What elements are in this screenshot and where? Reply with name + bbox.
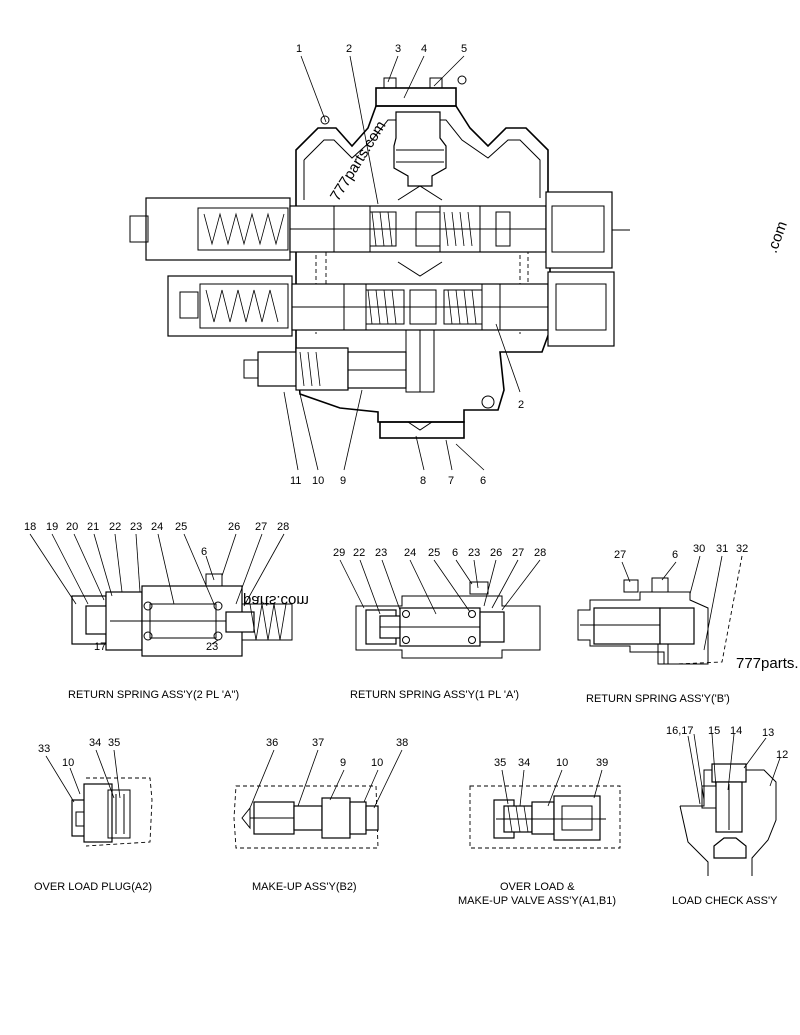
caption-overload-plug: OVER LOAD PLUG(A2) (34, 881, 152, 893)
makeup-assy-drawing (233, 749, 403, 849)
callout-18: 18 (24, 521, 36, 533)
return-spring-a1-drawing (339, 559, 541, 659)
overload-plug-callouts: 33 10 34 35 (38, 737, 120, 769)
callout-10-plug: 10 (62, 757, 74, 769)
callout-12: 12 (776, 749, 788, 761)
callout-22-a1: 22 (353, 547, 365, 559)
callout-11: 11 (290, 475, 301, 487)
main-valve-assembly (129, 55, 630, 471)
callout-19: 19 (46, 521, 58, 533)
callout-5: 5 (461, 43, 467, 55)
callout-9: 9 (340, 475, 346, 487)
callout-1: 1 (296, 43, 302, 55)
caption-makeup-assy: MAKE-UP ASS'Y(B2) (252, 881, 357, 893)
callout-32: 32 (736, 543, 748, 555)
callout-33: 33 (38, 743, 50, 755)
callout-6: 6 (480, 475, 486, 487)
watermark-4: .com (764, 219, 791, 255)
callout-26: 26 (228, 521, 240, 533)
callout-16-17: 16,17 (666, 725, 694, 737)
callout-25: 25 (175, 521, 187, 533)
callout-36: 36 (266, 737, 278, 749)
load-check-callouts: 16,17 15 14 13 12 (666, 725, 788, 761)
callout-9-makeup: 9 (340, 757, 346, 769)
callout-15: 15 (708, 725, 720, 737)
callout-27-a1: 27 (512, 547, 524, 559)
callout-17: 17 (94, 641, 106, 653)
callout-37: 37 (312, 737, 324, 749)
overload-makeup-valve-callouts: 35 34 10 39 (494, 757, 608, 769)
return-spring-a2-drawing (29, 533, 293, 657)
callout-10: 10 (312, 475, 324, 487)
callout-7: 7 (448, 475, 454, 487)
callout-29: 29 (333, 547, 345, 559)
callout-23-lower: 23 (206, 641, 218, 653)
callout-38: 38 (396, 737, 408, 749)
return-spring-b-drawing (577, 555, 743, 665)
callout-27: 27 (255, 521, 267, 533)
callout-10-makeup: 10 (371, 757, 383, 769)
callout-28-a1: 28 (534, 547, 546, 559)
overload-makeup-valve-drawing (469, 769, 621, 849)
makeup-assy-callouts: 36 37 9 10 38 (266, 737, 408, 769)
watermark-1: 777parts.com (327, 118, 390, 204)
callout-26-a1: 26 (490, 547, 502, 559)
callout-22: 22 (109, 521, 121, 533)
callout-24-a1: 24 (404, 547, 416, 559)
callout-4: 4 (421, 43, 427, 55)
callout-23-a1: 23 (375, 547, 387, 559)
callout-30: 30 (693, 543, 705, 555)
return-spring-b-callouts: 27 6 30 31 32 (614, 543, 748, 561)
callout-35-om: 35 (494, 757, 506, 769)
caption-overload-makeup-1: OVER LOAD & (500, 881, 575, 893)
caption-load-check: LOAD CHECK ASS'Y (672, 895, 778, 907)
callout-35: 35 (108, 737, 120, 749)
callout-23b-a1: 23 (468, 547, 480, 559)
caption-return-spring-a1: RETURN SPRING ASS'Y(1 PL 'A') (350, 689, 519, 701)
callout-28: 28 (277, 521, 289, 533)
return-spring-a1-callouts: 29 22 23 24 25 6 23 26 27 28 (333, 547, 546, 559)
return-spring-a2-callouts: 18 19 20 21 22 23 24 25 26 27 28 6 17 23 (24, 521, 289, 653)
caption-overload-makeup-2: MAKE-UP VALVE ASS'Y(A1,B1) (458, 895, 616, 907)
main-callouts: 1 2 3 4 5 2 11 10 9 8 7 6 (290, 43, 524, 487)
overload-plug-drawing (45, 749, 153, 847)
caption-return-spring-b: RETURN SPRING ASS'Y('B') (586, 693, 730, 705)
callout-3: 3 (395, 43, 401, 55)
callout-13: 13 (762, 727, 774, 739)
callout-6-b: 6 (672, 549, 678, 561)
callout-6-a1: 6 (452, 547, 458, 559)
callout-39: 39 (596, 757, 608, 769)
callout-2-lower: 2 (518, 399, 524, 411)
caption-return-spring-a2: RETURN SPRING ASS'Y(2 PL 'A'') (68, 689, 239, 701)
callout-34-om: 34 (518, 757, 530, 769)
callout-10-om: 10 (556, 757, 568, 769)
callout-20: 20 (66, 521, 78, 533)
callout-23: 23 (130, 521, 142, 533)
callout-8: 8 (420, 475, 426, 487)
callout-34: 34 (89, 737, 101, 749)
callout-14: 14 (730, 725, 742, 737)
callout-24: 24 (151, 521, 163, 533)
callout-27-b: 27 (614, 549, 626, 561)
callout-21: 21 (87, 521, 99, 533)
callout-25-a1: 25 (428, 547, 440, 559)
callout-6-a2: 6 (201, 546, 207, 558)
watermark-3: 777parts. (736, 655, 799, 672)
callout-31: 31 (716, 543, 728, 555)
callout-2: 2 (346, 43, 352, 55)
load-check-drawing (679, 733, 781, 876)
